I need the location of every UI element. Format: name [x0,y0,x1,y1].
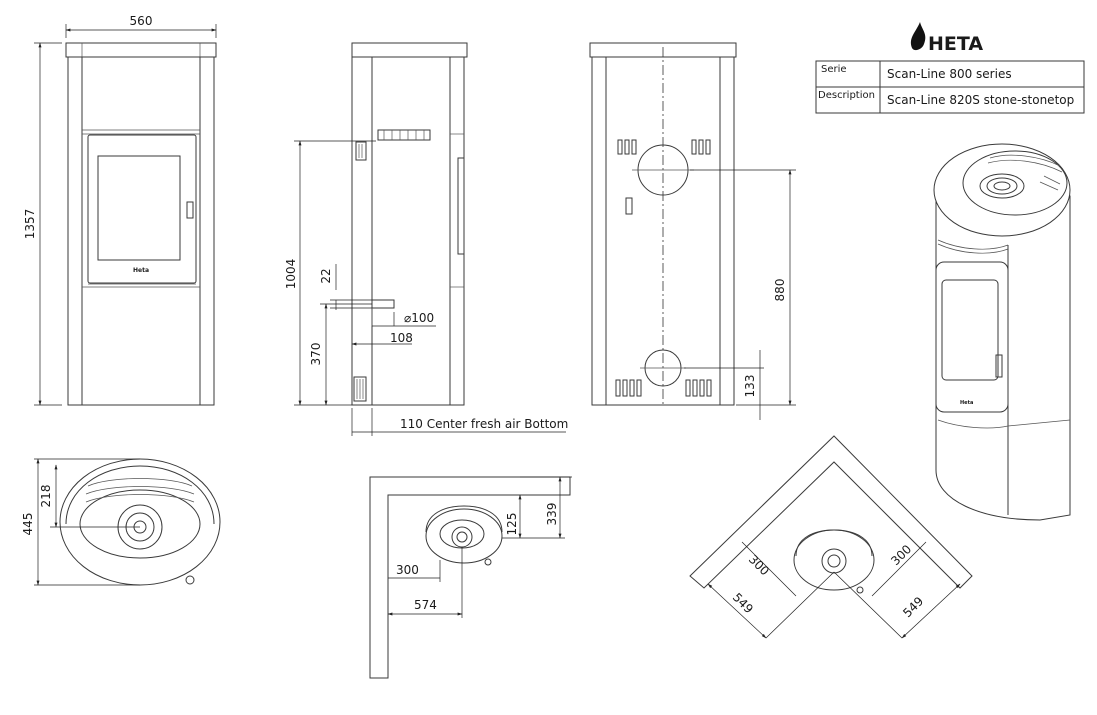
side-view: 1004 22 370 ⌀100 108 110 Center fresh ai… [284,42,568,436]
side-air-inlet-height-dim: 370 [309,343,323,366]
perspective-view: Heta [933,143,1071,521]
plan-view: 445 218 [21,458,221,586]
title-block-key-serie: Serie [821,64,847,75]
rear-outlet-height-dim: 880 [773,279,787,302]
side-pipe-length-dim: 108 [390,331,413,345]
rear-inlet-height-dim: 133 [743,375,757,398]
front-height-dim: 1357 [23,209,37,240]
front-width-dim: 560 [130,14,153,28]
rear-vents-bottom [615,379,712,397]
corner-dim-300-left: 300 [746,552,772,578]
heta-logo: HETA [910,22,983,55]
wall-dim-125: 125 [505,513,519,536]
corner-dim-549-right: 549 [900,594,926,620]
rear-vents-top [617,139,711,155]
front-view: Heta 560 1357 [23,14,217,406]
wall-dim-574: 574 [414,598,437,612]
rear-view: 880 133 [589,42,796,420]
wall-dim-300: 300 [396,563,419,577]
title-block-key-description: Description [818,90,875,101]
plan-center-dim: 218 [39,485,53,508]
corner-plan-view: 300 549 300 549 [689,435,973,639]
title-block: Serie Scan-Line 800 series Description S… [815,60,1085,114]
plan-depth-dim: 445 [21,513,35,536]
corner-dim-300-right: 300 [888,542,914,568]
front-badge: Heta [133,267,149,274]
corner-dim-549-left: 549 [730,590,756,616]
side-bottom-note: 110 Center fresh air Bottom [400,417,568,431]
title-block-value-description: Scan-Line 820S stone-stonetop [887,93,1074,107]
side-pipe-diameter-dim: ⌀100 [404,311,434,325]
wall-plan-view: 339 125 300 574 [369,476,572,679]
wall-dim-339: 339 [545,503,559,526]
logo-text: HETA [928,33,983,55]
title-block-value-serie: Scan-Line 800 series [887,67,1012,81]
side-top-offset-dim: 22 [319,268,333,283]
side-outlet-height-dim: 1004 [284,259,298,290]
perspective-badge: Heta [960,400,973,406]
